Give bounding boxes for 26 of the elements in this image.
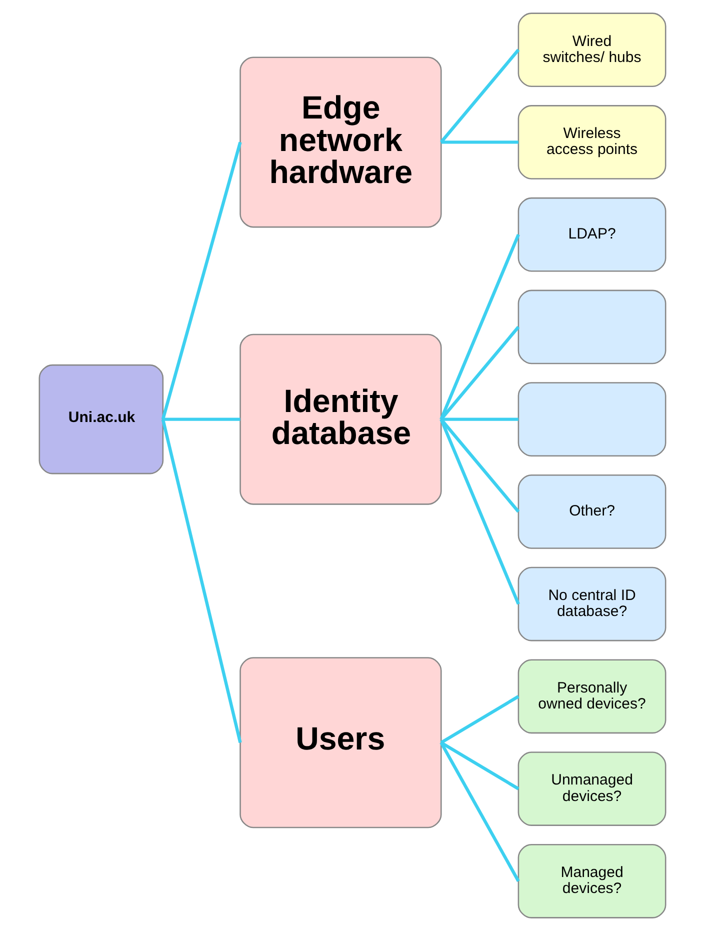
node-box: LDAP? (517, 196, 666, 272)
node-box: Unmanaged devices? (517, 751, 666, 826)
connector (439, 233, 520, 420)
node-box: Wireless access points (517, 104, 666, 179)
connector (439, 325, 520, 420)
node-box: Users (239, 656, 442, 828)
node-box: Personally owned devices? (517, 658, 666, 734)
node-box: Wired switches/ hubs (517, 12, 666, 86)
connector (440, 694, 519, 744)
node-box (517, 289, 666, 364)
connector (440, 140, 518, 144)
connector (162, 417, 240, 420)
node-box: Uni.ac.uk (38, 364, 164, 474)
connector (439, 418, 520, 604)
connector (439, 418, 520, 512)
connector (160, 141, 242, 420)
connector (160, 418, 242, 742)
node-box: Other? (517, 474, 666, 548)
connector (439, 741, 520, 882)
node-box (517, 382, 666, 456)
node-box: Managed devices? (517, 844, 666, 918)
connector (440, 417, 518, 420)
connector (439, 48, 520, 143)
node-box: No central ID database? (517, 566, 666, 641)
node-box: Identity database (239, 333, 442, 504)
node-box: Edge network hardware (239, 56, 442, 228)
